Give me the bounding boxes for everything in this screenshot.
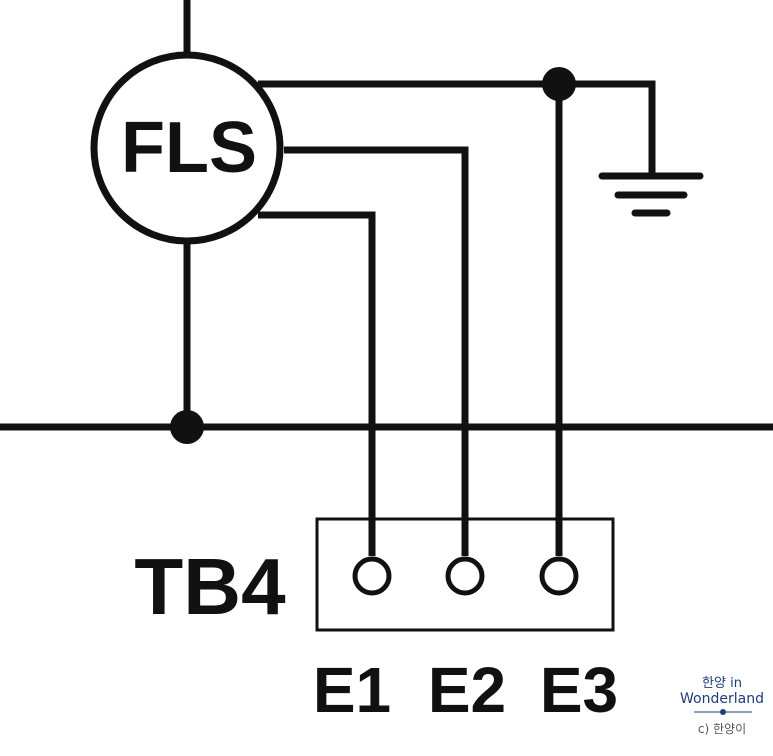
wire-e2	[284, 146, 469, 556]
watermark: 한양 in Wonderland c) 한양이	[680, 676, 764, 736]
terminal-label-e2: E2	[428, 654, 506, 726]
watermark-line1: 한양 in	[702, 676, 742, 691]
terminal-label-e1: E1	[313, 654, 391, 726]
terminal-circle-e1	[352, 556, 392, 596]
watermark-copyright: c) 한양이	[698, 722, 746, 736]
junction-dot-bus	[170, 410, 204, 444]
terminal-block-box	[315, 517, 615, 632]
watermark-dot-icon	[720, 709, 726, 715]
junction-dot-ground	[542, 67, 576, 101]
sensor-label: FLS	[121, 108, 257, 188]
terminal-label-e3: E3	[540, 654, 618, 726]
fls-sensor-circle	[90, 51, 284, 245]
wire-e3	[258, 80, 656, 176]
watermark-line2: Wonderland	[680, 691, 764, 707]
terminal-block-label: TB4	[134, 542, 286, 631]
wire-e1	[258, 211, 376, 556]
terminal-circle-e2	[445, 556, 485, 596]
terminal-circle-e3	[539, 556, 579, 596]
ground-icon	[598, 172, 704, 217]
